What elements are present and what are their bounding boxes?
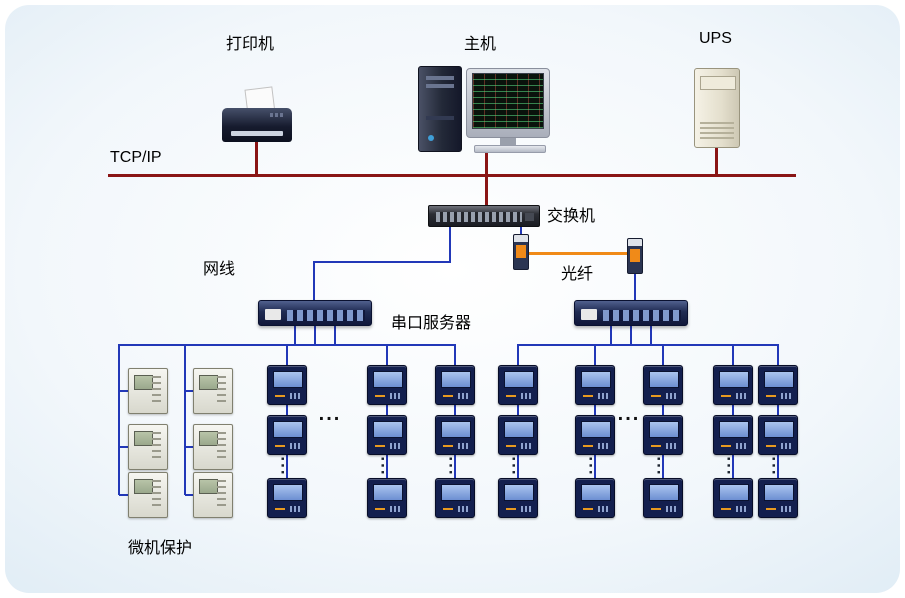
protection-device bbox=[193, 472, 233, 518]
power-meter bbox=[267, 365, 307, 405]
red-connection-line bbox=[715, 146, 718, 174]
v-ellipsis: ... bbox=[377, 456, 397, 477]
power-meter bbox=[758, 415, 798, 455]
power-meter bbox=[713, 478, 753, 518]
protection-device bbox=[193, 368, 233, 414]
power-meter bbox=[435, 365, 475, 405]
blue-connection-line bbox=[184, 344, 186, 495]
keyboard bbox=[474, 145, 546, 153]
blue-connection-line bbox=[314, 326, 316, 345]
power-meter bbox=[713, 415, 753, 455]
tcpip-label: TCP/IP bbox=[110, 149, 162, 166]
blue-connection-line bbox=[314, 261, 451, 263]
switch-device bbox=[428, 205, 540, 227]
blue-connection-line bbox=[650, 326, 652, 345]
monitor bbox=[466, 68, 550, 138]
power-meter bbox=[498, 478, 538, 518]
blue-connection-line bbox=[634, 274, 636, 300]
red-connection-line bbox=[255, 140, 258, 174]
red-connection-line bbox=[485, 177, 488, 206]
blue-connection-line bbox=[630, 326, 632, 345]
blue-connection-line bbox=[334, 326, 336, 345]
blue-connection-line bbox=[119, 390, 129, 392]
switch-label: 交换机 bbox=[547, 208, 596, 225]
protection-device bbox=[193, 424, 233, 470]
host-device bbox=[418, 60, 550, 156]
v-ellipsis: ... bbox=[508, 456, 528, 477]
power-meter bbox=[435, 478, 475, 518]
blue-connection-line bbox=[119, 494, 129, 496]
power-meter bbox=[367, 365, 407, 405]
power-meter bbox=[435, 415, 475, 455]
red-connection-line bbox=[485, 152, 488, 174]
fiber-converter-left bbox=[513, 234, 529, 270]
protection-device bbox=[128, 368, 168, 414]
power-meter bbox=[758, 478, 798, 518]
v-ellipsis: ... bbox=[445, 456, 465, 477]
serial-server-label: 串口服务器 bbox=[391, 315, 472, 332]
power-meter bbox=[498, 415, 538, 455]
v-ellipsis: ... bbox=[723, 456, 743, 477]
blue-connection-line bbox=[185, 446, 195, 448]
blue-connection-line bbox=[449, 227, 451, 262]
power-meter bbox=[575, 415, 615, 455]
monitor-stand bbox=[500, 138, 516, 145]
blue-connection-line bbox=[185, 390, 195, 392]
power-meter bbox=[758, 365, 798, 405]
red-connection-line bbox=[108, 174, 796, 177]
power-meter bbox=[367, 415, 407, 455]
v-ellipsis: ... bbox=[277, 456, 297, 477]
power-meter bbox=[643, 415, 683, 455]
protection-label: 微机保护 bbox=[128, 540, 193, 557]
v-ellipsis: ... bbox=[653, 456, 673, 477]
orange-connection-line bbox=[529, 252, 628, 255]
serial-server-left bbox=[258, 300, 372, 326]
power-meter bbox=[267, 478, 307, 518]
blue-connection-line bbox=[185, 494, 195, 496]
protection-device bbox=[128, 424, 168, 470]
serial-server-right bbox=[574, 300, 688, 326]
blue-connection-line bbox=[518, 344, 779, 346]
power-meter bbox=[267, 415, 307, 455]
blue-connection-line bbox=[610, 326, 612, 345]
protection-device bbox=[128, 472, 168, 518]
power-meter bbox=[643, 478, 683, 518]
network-cable-label: 网线 bbox=[203, 261, 236, 278]
power-meter bbox=[498, 365, 538, 405]
blue-connection-line bbox=[119, 446, 129, 448]
blue-connection-line bbox=[313, 261, 315, 300]
blue-connection-line bbox=[118, 344, 120, 495]
ups-device bbox=[694, 68, 740, 148]
h-ellipsis-left: ... bbox=[318, 403, 342, 425]
power-meter bbox=[713, 365, 753, 405]
blue-connection-line bbox=[294, 326, 296, 345]
h-ellipsis-right: ... bbox=[617, 403, 641, 425]
power-meter bbox=[643, 365, 683, 405]
printer-label: 打印机 bbox=[226, 36, 275, 53]
computer-tower bbox=[418, 66, 462, 152]
fiber-converter-right bbox=[627, 238, 643, 274]
v-ellipsis: ... bbox=[585, 456, 605, 477]
power-meter bbox=[367, 478, 407, 518]
ups-label: UPS bbox=[699, 30, 732, 47]
v-ellipsis: ... bbox=[768, 456, 788, 477]
fiber-label: 光纤 bbox=[561, 266, 594, 283]
host-label: 主机 bbox=[464, 36, 497, 53]
printer-body bbox=[222, 108, 292, 142]
power-meter bbox=[575, 478, 615, 518]
blue-connection-line bbox=[520, 227, 522, 234]
printer-device bbox=[222, 86, 292, 142]
power-meter bbox=[575, 365, 615, 405]
